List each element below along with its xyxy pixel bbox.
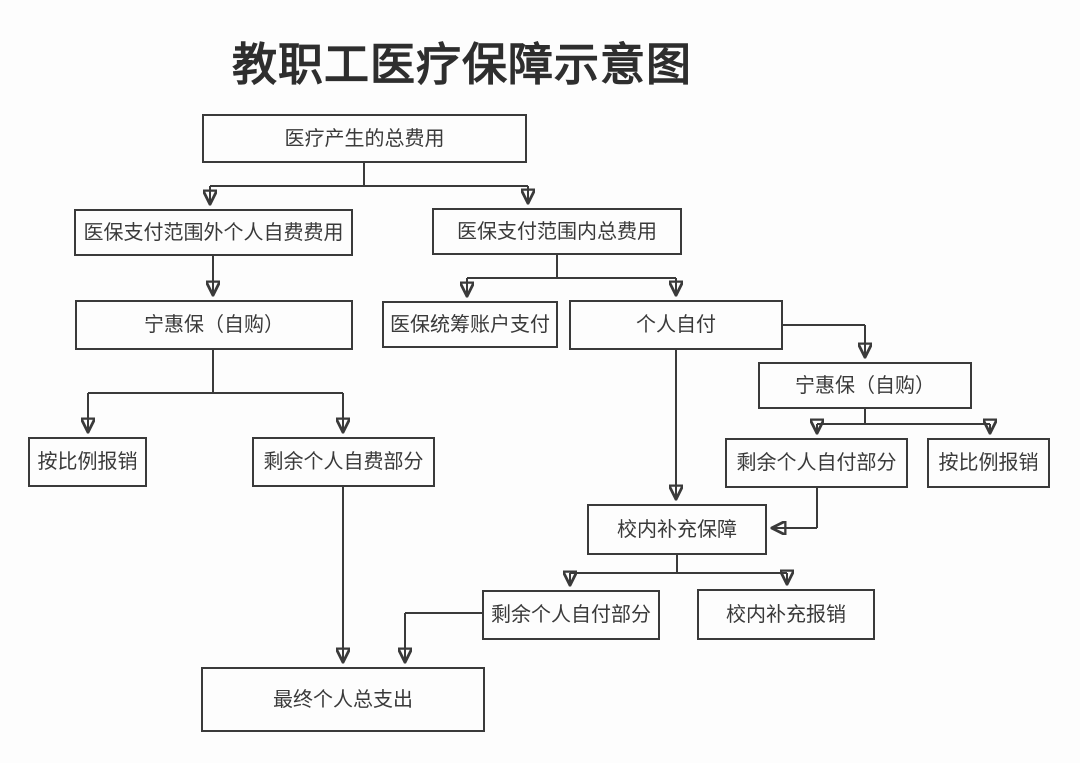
node-pooled-account-payment: 医保统筹账户支付 <box>382 301 558 348</box>
node-remaining-out-of-pocket-bottom: 剩余个人自付部分 <box>482 590 660 640</box>
node-in-scope-total: 医保支付范围内总费用 <box>432 208 682 255</box>
node-personal-out-of-pocket: 个人自付 <box>569 300 783 350</box>
node-total-medical-cost: 医疗产生的总费用 <box>202 114 527 163</box>
node-remaining-self-paid: 剩余个人自费部分 <box>252 437 435 487</box>
node-campus-supplementary-insurance: 校内补充保障 <box>587 504 767 555</box>
node-out-of-scope-self-paid: 医保支付范围外个人自费费用 <box>74 209 353 256</box>
node-final-total-personal-expense: 最终个人总支出 <box>201 667 485 732</box>
diagram-title: 教职工医疗保障示意图 <box>231 39 692 90</box>
node-ninghuibao-right: 宁惠保（自购） <box>758 362 972 409</box>
connector-trunk-lines <box>88 163 990 614</box>
node-proportional-reimburse-right: 按比例报销 <box>927 438 1050 488</box>
node-proportional-reimburse-left: 按比例报销 <box>28 437 147 487</box>
node-ninghuibao-left: 宁惠保（自购） <box>75 300 353 350</box>
node-remaining-out-of-pocket-right: 剩余个人自付部分 <box>725 438 908 488</box>
node-campus-supplementary-reimburse: 校内补充报销 <box>697 589 875 640</box>
